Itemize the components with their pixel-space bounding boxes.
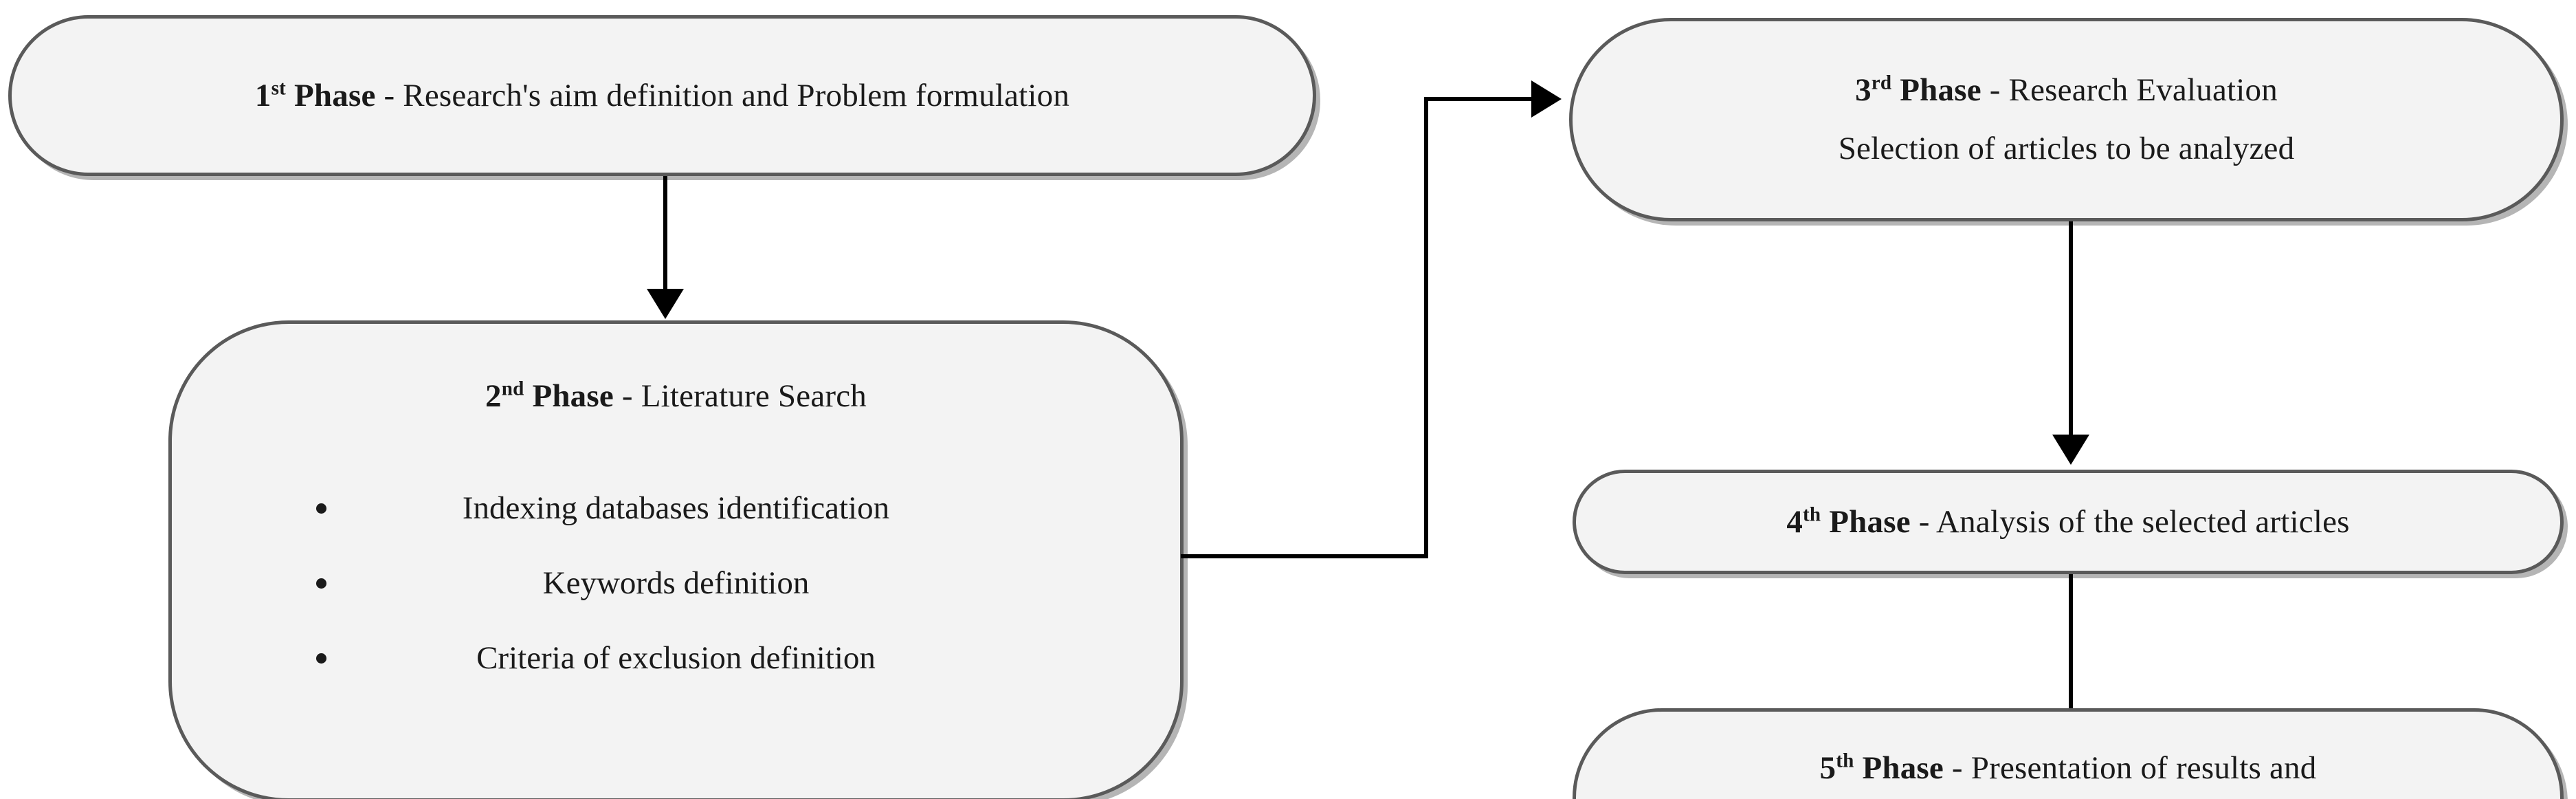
phase-2-bullet-item: Keywords definition <box>220 567 1132 600</box>
phase-3-subtext: Selection of articles to be analyzed <box>1838 131 2295 166</box>
flowchart-node-phase-5[interactable]: 5th Phase - Presentation of results and … <box>1573 708 2564 799</box>
phase-4-ordinal-label: 4th Phase <box>1786 503 1911 540</box>
phase-3-description: Research Evaluation <box>2008 72 2278 109</box>
phase-3-separator: - <box>1981 72 2009 109</box>
phase-3-ordinal-label: 3rd Phase <box>1855 72 1981 109</box>
phase-2-bullet-text: Indexing databases identification <box>462 490 890 526</box>
flowchart-node-phase-3[interactable]: 3rd Phase - Research Evaluation Selectio… <box>1569 18 2564 221</box>
phase-2-bullet-item: Criteria of exclusion definition <box>220 642 1132 675</box>
phase-1-separator: - <box>375 77 403 113</box>
phase-3-text: 3rd Phase - Research Evaluation <box>1617 69 2516 112</box>
phase-1-text: 1st Phase - Research's aim definition an… <box>52 74 1273 118</box>
phase-1-ordinal-label: 1st Phase <box>254 76 376 113</box>
connector-phase-2-to-phase-3-segment-horizontal-upper <box>1424 97 1534 101</box>
phase-2-description: Literature Search <box>641 378 867 414</box>
flowchart-node-phase-1[interactable]: 1st Phase - Research's aim definition an… <box>8 15 1316 176</box>
connector-phase-3-to-phase-4-line <box>2069 221 2073 440</box>
bullet-dot-icon <box>316 503 326 514</box>
phase-2-separator: - <box>613 378 641 414</box>
phase-5-ordinal-label: 5th Phase <box>1819 749 1944 787</box>
connector-phase-2-to-phase-3-segment-horizontal-lower <box>1181 554 1428 558</box>
phase-2-bullet-text: Keywords definition <box>542 565 810 601</box>
phase-2-ordinal-label: 2nd Phase <box>485 377 614 414</box>
connector-phase-1-to-phase-2-arrowhead <box>647 289 684 319</box>
phase-1-description: Research's aim definition and Problem fo… <box>403 77 1070 113</box>
connector-phase-3-to-phase-4-arrowhead <box>2052 435 2089 465</box>
bullet-dot-icon <box>316 653 326 664</box>
phase-2-bullet-list: Indexing databases identification Keywor… <box>220 492 1132 675</box>
bullet-dot-icon <box>316 578 326 589</box>
phase-4-separator: - <box>1910 503 1936 540</box>
phase-5-text: 5th Phase - Presentation of results and <box>1617 747 2519 790</box>
flowchart-node-phase-2[interactable]: 2nd Phase - Literature Search Indexing d… <box>168 320 1184 799</box>
connector-phase-1-to-phase-2-line <box>663 176 667 293</box>
phase-5-separator: - <box>1943 750 1971 787</box>
connector-phase-2-to-phase-3-arrowhead <box>1531 80 1562 118</box>
connector-phase-2-to-phase-3-segment-vertical <box>1424 97 1428 558</box>
phase-2-bullet-text: Criteria of exclusion definition <box>476 639 876 676</box>
phase-5-description: Presentation of results and <box>1970 750 2317 787</box>
flowchart-node-phase-4[interactable]: 4th Phase - Analysis of the selected art… <box>1573 470 2564 574</box>
phase-2-text: 2nd Phase - Literature Search <box>220 375 1132 418</box>
connector-phase-4-to-phase-5-line <box>2069 574 2073 754</box>
phase-4-text: 4th Phase - Analysis of the selected art… <box>1617 501 2519 544</box>
phase-2-bullet-item: Indexing databases identification <box>220 492 1132 525</box>
phase-4-description: Analysis of the selected articles <box>1935 503 2350 540</box>
